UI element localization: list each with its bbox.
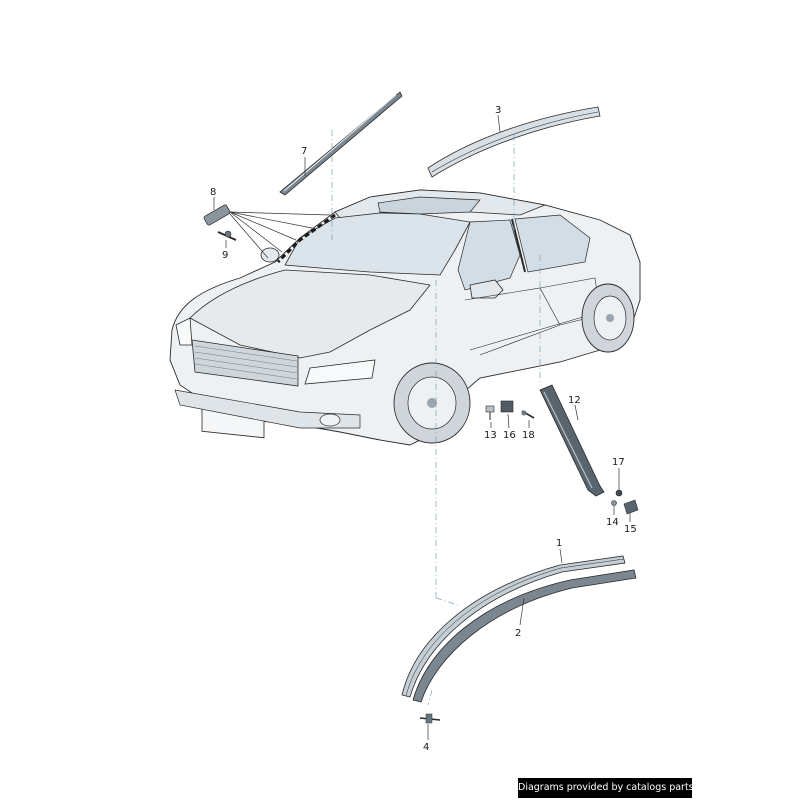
callout-16: 16 [503, 430, 516, 441]
callout-8: 8 [210, 187, 216, 198]
headlight-right [304, 359, 376, 385]
callout-17: 17 [612, 457, 625, 468]
dash-dot-leaders [331, 130, 541, 706]
part-12-edge [543, 391, 593, 489]
grille [191, 339, 299, 387]
part-7-roof-molding [279, 91, 403, 196]
callout-9: 9 [222, 250, 228, 261]
side-mirror-left [260, 247, 280, 263]
part-1-door-molding [401, 555, 626, 698]
part-2-seal-strip [412, 569, 637, 703]
callout-4: 4 [423, 742, 429, 753]
callout-1: 1 [556, 538, 562, 549]
side-mirror [469, 279, 504, 299]
callout-18: 18 [522, 430, 535, 441]
part-14-nut [611, 500, 617, 506]
callout-2: 2 [515, 628, 521, 639]
grille-slats [194, 345, 298, 380]
front-wheel [393, 362, 471, 444]
part-3-roof-trim [427, 106, 601, 178]
car-illustration [169, 189, 641, 446]
part-7-highlight [283, 94, 397, 192]
part-18-screw [521, 410, 535, 419]
part-15-cover [623, 499, 639, 515]
part-8-clip [203, 204, 231, 226]
callout-12: 12 [568, 395, 581, 406]
callout-13: 13 [484, 430, 497, 441]
callout-14: 14 [606, 517, 619, 528]
leader-lines [213, 114, 631, 740]
side-window-rear [514, 214, 591, 273]
part-9-screw [217, 230, 237, 241]
hood [189, 269, 431, 359]
side-window-front [457, 219, 521, 291]
callout-3: 3 [495, 105, 501, 116]
sunroof [377, 196, 481, 215]
part-12-pillar-trim [539, 384, 605, 497]
callout-7: 7 [301, 146, 307, 157]
front-bumper [174, 389, 361, 429]
part-1-inner-line [405, 558, 625, 697]
windshield-molding-marker [276, 213, 336, 264]
callout-15: 15 [624, 524, 637, 535]
part-4-fastener [419, 713, 441, 724]
callouts: 7 3 8 9 12 13 16 18 17 14 15 1 2 4 [210, 105, 637, 753]
headlight-left [175, 317, 193, 346]
part-16-clip [500, 400, 514, 413]
rear-wheel [581, 283, 635, 353]
part-17-screw [615, 489, 623, 497]
windshield [284, 212, 471, 276]
part-13-fastener [485, 405, 495, 420]
part-3-inner-line [431, 111, 599, 173]
fog-light [319, 413, 341, 427]
watermark-banner: Diagrams provided by catalogs parts [518, 778, 692, 798]
